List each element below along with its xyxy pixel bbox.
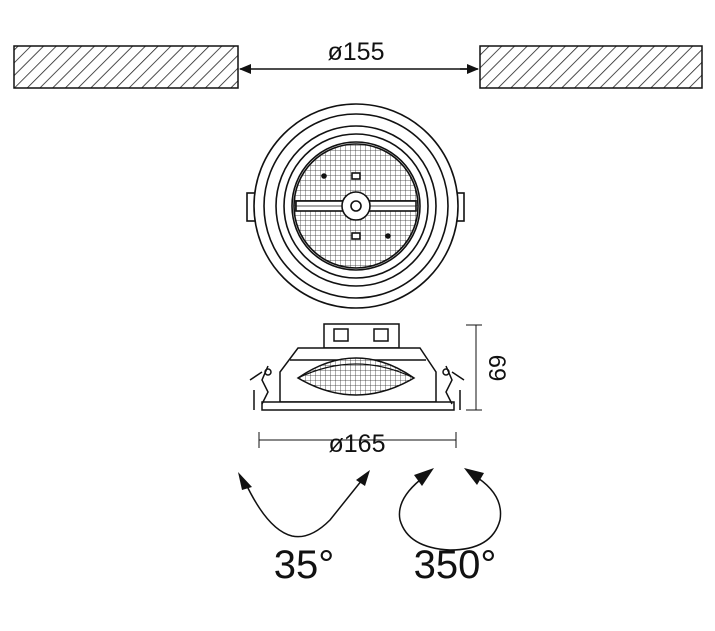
side-view	[249, 323, 482, 448]
tilt-arrow-right	[356, 470, 370, 486]
bezel-ring	[275, 125, 437, 287]
tilt-arrow-left	[238, 472, 252, 490]
driver-housing	[323, 323, 400, 349]
outer-diameter-label: ø165	[329, 430, 386, 458]
trim-ring	[263, 113, 449, 299]
rotation-arrow-right	[464, 468, 484, 485]
tilt-indicator: 35°	[238, 470, 370, 587]
top-view	[246, 103, 465, 309]
rotation-angle-label: 350°	[414, 543, 497, 587]
rotation-arrow-left	[414, 468, 434, 486]
bezel-inner-ring	[283, 133, 429, 279]
cutout-diameter-label: ø155	[328, 38, 385, 66]
reflector-rim	[291, 141, 421, 271]
lamp-hub	[341, 191, 371, 221]
tilt-arc	[245, 479, 363, 538]
tilt-angle-label: 35°	[274, 543, 335, 587]
lamp-hub-center	[350, 200, 362, 212]
ceiling-left-hatch	[13, 45, 239, 89]
rotation-indicator: 350°	[398, 468, 502, 587]
ceiling-right-hatch	[479, 45, 703, 89]
height-label: 69	[483, 355, 510, 382]
base-trim	[261, 401, 455, 411]
rotation-arc	[398, 477, 502, 551]
ceiling-section: ø155	[13, 38, 703, 89]
